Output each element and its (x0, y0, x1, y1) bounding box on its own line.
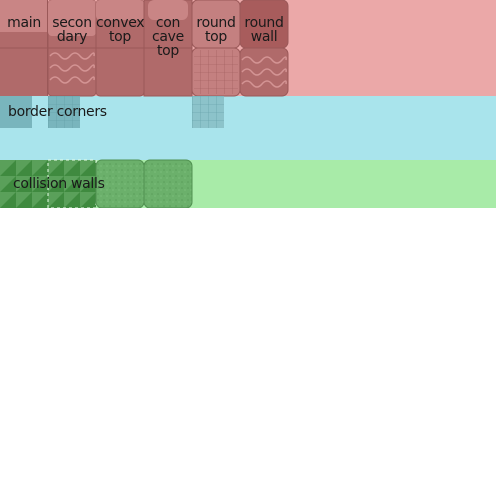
label-secondary: secon dary (52, 15, 92, 45)
round-wall-tile (239, 0, 289, 97)
main-wall-tile (0, 0, 48, 96)
label-border-corners: border corners (8, 104, 107, 120)
secondary-wall-tile (47, 0, 97, 97)
label-collision-walls: collision walls (13, 176, 105, 192)
border-corners-section (0, 96, 496, 160)
collision-wall-tiles (0, 159, 193, 208)
label-round-wall: round wall (244, 15, 284, 45)
border-corner-tiles (0, 96, 224, 128)
tileset-artwork (0, 0, 289, 208)
convex-top-tile (95, 0, 145, 97)
label-concave-top: con cave top (152, 15, 184, 59)
label-convex-top: convex top (96, 15, 145, 45)
label-round-top: round top (196, 15, 236, 45)
concave-top-tile (143, 0, 193, 97)
round-top-tile (191, 0, 241, 97)
label-main: main (7, 15, 41, 31)
